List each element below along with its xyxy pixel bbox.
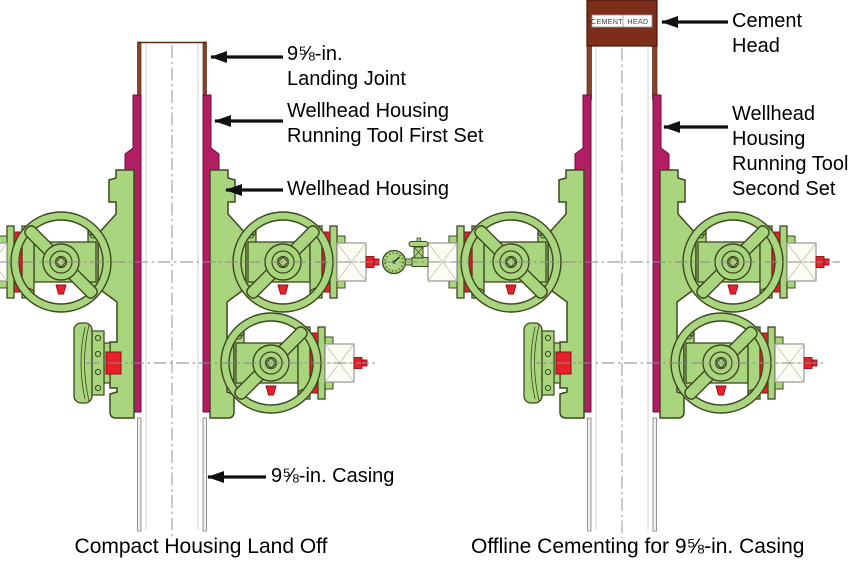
left-assembly bbox=[0, 41, 380, 538]
cement-head-stencil-right: HEAD bbox=[627, 19, 648, 26]
callout-label-casing: 9⅝-in. Casing bbox=[271, 465, 395, 487]
caption-left: Compact Housing Land Off bbox=[74, 535, 328, 558]
wellhead-housing-body bbox=[97, 169, 247, 419]
callout-label-landing-joint: 9⅝-in. Landing Joint bbox=[287, 43, 406, 90]
wellhead-housing-body bbox=[547, 169, 697, 419]
callout-label-cement-head: Cement Head bbox=[732, 10, 803, 57]
callout-label-wellhead-housing: Wellhead Housing bbox=[287, 178, 449, 200]
callout-label-running-tool-first: Wellhead Housing Running Tool First Set bbox=[287, 100, 484, 147]
right-assembly: CEMENT HEAD bbox=[381, 0, 830, 538]
callout-label-running-tool-second: Wellhead Housing Running Tool Second Set bbox=[732, 103, 849, 200]
cement-head-stencil-left: CEMENT bbox=[591, 19, 623, 26]
callout-arrows bbox=[207, 16, 728, 483]
pressure-gauge-assembly bbox=[381, 237, 429, 275]
caption-right: Offline Cementing for 9⅝-in. Casing bbox=[471, 535, 805, 558]
horizontal-centerlines bbox=[0, 261, 840, 364]
casing-pipe bbox=[137, 417, 207, 532]
casing-pipe bbox=[587, 417, 657, 532]
cement-head: CEMENT HEAD bbox=[586, 0, 658, 47]
